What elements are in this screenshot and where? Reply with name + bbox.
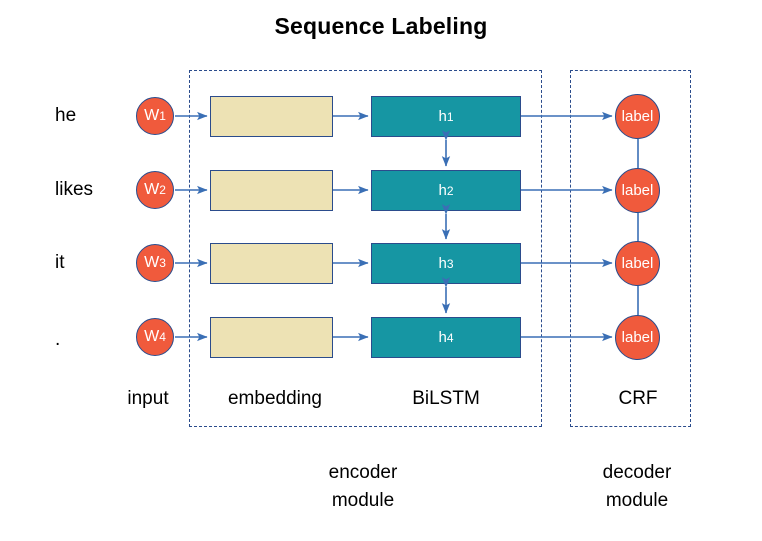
input-token-2: likes bbox=[55, 179, 94, 200]
crf-label-node-2: label bbox=[615, 168, 660, 213]
word-node-label-3: W bbox=[144, 254, 160, 271]
word-node-index-4: 4 bbox=[159, 330, 166, 344]
input-token-4: . bbox=[55, 329, 61, 350]
lstm-label-2: h bbox=[438, 182, 447, 199]
crf-label-node-3: label bbox=[615, 241, 660, 286]
word-node-label-2: W bbox=[144, 181, 160, 198]
column-caption-input: input bbox=[127, 388, 169, 409]
page-title: Sequence Labeling bbox=[274, 13, 488, 39]
encoder-module-frame bbox=[189, 70, 542, 427]
encoder-module-caption: encoder module bbox=[273, 459, 453, 514]
word-node-index-3: 3 bbox=[159, 256, 166, 270]
column-caption-embedding: embedding bbox=[227, 388, 323, 409]
column-caption-crf: CRF bbox=[618, 388, 658, 409]
input-token-3: it bbox=[55, 252, 65, 273]
crf-label-node-4: label bbox=[615, 315, 660, 360]
crf-label-node-1: label bbox=[615, 94, 660, 139]
word-node-label-1: W bbox=[144, 107, 160, 124]
embedding-box-3 bbox=[210, 243, 333, 284]
encoder-caption-line2: module bbox=[331, 489, 395, 511]
lstm-label-3: h bbox=[438, 255, 447, 272]
lstm-label-1: h bbox=[438, 108, 447, 125]
decoder-caption-line1: decoder bbox=[602, 462, 672, 483]
lstm-label-4: h bbox=[438, 329, 447, 346]
decoder-caption-line2: module bbox=[605, 489, 669, 511]
embedding-box-4 bbox=[210, 317, 333, 358]
word-node-index-1: 1 bbox=[159, 109, 166, 123]
lstm-index-4: 4 bbox=[446, 330, 454, 345]
column-caption-bilstm: BiLSTM bbox=[412, 388, 480, 409]
encoder-caption-line1: encoder bbox=[328, 462, 398, 483]
embedding-box-2 bbox=[210, 170, 333, 211]
lstm-index-3: 3 bbox=[446, 256, 454, 271]
lstm-index-1: 1 bbox=[446, 109, 454, 124]
word-node-index-2: 2 bbox=[159, 183, 166, 197]
lstm-index-2: 2 bbox=[446, 183, 454, 198]
input-token-1: he bbox=[55, 105, 77, 126]
decoder-module-caption: decoder module bbox=[547, 459, 727, 514]
decoder-module-frame bbox=[570, 70, 691, 427]
word-node-label-4: W bbox=[144, 328, 160, 345]
embedding-box-1 bbox=[210, 96, 333, 137]
